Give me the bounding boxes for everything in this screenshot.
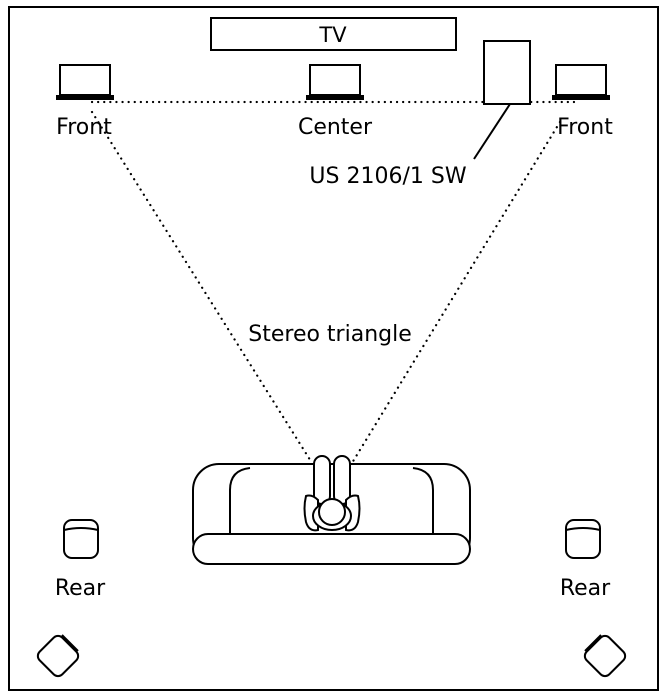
- center-speaker-icon: [309, 64, 361, 96]
- listener-icon: [303, 455, 361, 532]
- listener-left-leg: [313, 455, 331, 505]
- center-speaker-base: [306, 95, 364, 100]
- corner-left-speaker-body: [36, 634, 80, 678]
- sofa-arm-curves: [229, 467, 434, 491]
- rear-right-speaker-body: [565, 519, 601, 559]
- subwoofer-leader-line: [473, 103, 511, 160]
- stereo-triangle-right-side: [350, 120, 562, 465]
- rear-right-speaker-icon: [565, 519, 601, 559]
- subwoofer-icon: [483, 40, 531, 105]
- subwoofer-label: US 2106/1 SW: [309, 164, 466, 189]
- rear-left-label: Rear: [55, 576, 106, 601]
- front-left-speaker-icon: [59, 64, 111, 96]
- rear-right-label: Rear: [560, 576, 611, 601]
- center-speaker: [306, 64, 364, 100]
- rear-left-speaker-icon: [63, 519, 99, 559]
- room-outline: [8, 6, 659, 691]
- front-left-speaker: [56, 64, 114, 100]
- front-right-label: Front: [557, 115, 613, 140]
- listener-head: [318, 498, 346, 526]
- corner-left-speaker-face: [61, 634, 79, 652]
- center-label: Center: [298, 115, 373, 140]
- listener-right-leg: [333, 455, 351, 505]
- rear-left-speaker-body: [63, 519, 99, 559]
- corner-right-speaker-face: [584, 634, 602, 652]
- front-left-label: Front: [56, 115, 112, 140]
- corner-right-speaker-body: [583, 634, 627, 678]
- tv: TV: [210, 17, 457, 51]
- front-right-speaker-icon: [555, 64, 607, 96]
- front-left-speaker-base: [56, 95, 114, 100]
- front-right-speaker-base: [552, 95, 610, 100]
- rear-right-speaker-top: [565, 527, 601, 531]
- sofa-arm-dividers: [229, 490, 434, 534]
- stereo-triangle-label: Stereo triangle: [248, 322, 412, 347]
- tv-label: TV: [318, 23, 347, 47]
- front-right-speaker: [552, 64, 610, 100]
- sofa-seat: [192, 533, 471, 565]
- corner-left-speaker-icon: [36, 634, 80, 678]
- stereo-triangle-left-side: [90, 110, 314, 465]
- rear-left-speaker-top: [63, 527, 99, 531]
- tv-box: [210, 17, 457, 51]
- corner-right-speaker-icon: [583, 634, 627, 678]
